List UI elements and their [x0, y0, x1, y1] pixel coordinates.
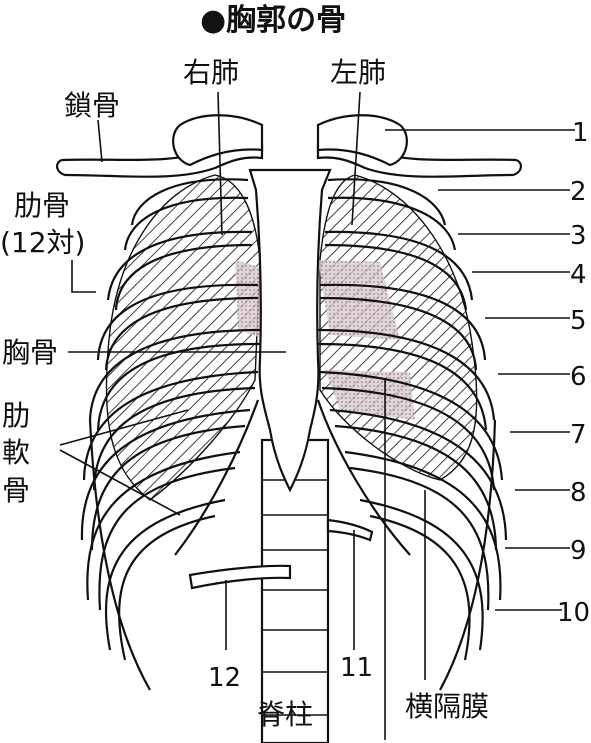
rib-number-12: 12: [208, 663, 241, 693]
rib-number-5: 5: [570, 306, 587, 336]
right-lung-area: [105, 174, 270, 501]
label-costal-cartilage-2: 軟: [2, 436, 30, 469]
rib-11-bone: [326, 518, 374, 542]
label-spine: 脊柱: [257, 698, 313, 731]
label-sternum: 胸骨: [2, 336, 58, 369]
rib-12-bone: [188, 564, 292, 590]
sternum-bone: [248, 168, 332, 493]
rib-number-6: 6: [570, 362, 587, 392]
rib-number-2: 2: [570, 177, 587, 207]
rib-numbers: 1 2 3 4 5 6 7 8 9 10 11 12: [208, 118, 590, 693]
ribs-left-side: [317, 178, 508, 691]
scapula-right: [172, 114, 264, 167]
label-costal-cartilage-1: 肋: [2, 399, 30, 432]
rib-number-4: 4: [570, 260, 587, 290]
diagram-title: ●胸郭の骨: [200, 3, 346, 38]
label-ribs-line1: 肋骨: [14, 189, 70, 222]
rib-number-8: 8: [570, 478, 587, 508]
label-clavicle: 鎖骨: [64, 89, 120, 122]
costal-arch-left: [316, 399, 411, 556]
label-costal-cartilage-3: 骨: [2, 474, 30, 507]
label-left-lung: 左肺: [330, 56, 386, 89]
label-diaphragm: 横隔膜: [405, 690, 489, 723]
rib-number-1: 1: [572, 118, 589, 148]
rib-number-10: 10: [557, 598, 590, 628]
label-ribs-line2: (12対): [0, 226, 85, 259]
spine-column: [260, 438, 330, 743]
rib-number-7: 7: [570, 420, 587, 450]
rib-number-11: 11: [340, 653, 373, 683]
rib-number-9: 9: [570, 536, 587, 566]
costal-arch-right: [174, 399, 260, 556]
rib-number-3: 3: [570, 221, 587, 251]
label-right-lung: 右肺: [183, 56, 239, 89]
ribs-right-side: [80, 178, 261, 691]
leader-lines: [59, 91, 575, 740]
scapula-left: [316, 114, 408, 167]
